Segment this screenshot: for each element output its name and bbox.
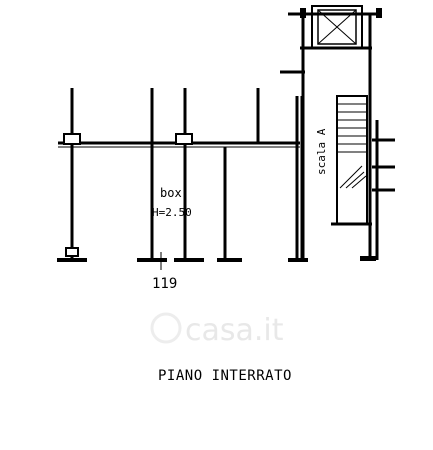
stair: scala A [315, 95, 395, 261]
floor-title: PIANO INTERRATO [158, 368, 292, 384]
stair-label: scala A [315, 128, 328, 175]
watermark-logo-icon [150, 312, 182, 344]
box-label: box [160, 186, 182, 200]
height-label: H=2.50 [152, 206, 192, 219]
base-slabs [57, 258, 308, 262]
structure-walls [70, 88, 304, 260]
watermark: casa.it [150, 312, 284, 348]
elevator-shaft [280, 5, 382, 260]
unit-number: 119 [152, 276, 177, 292]
column-caps [63, 133, 193, 257]
watermark-text: casa.it [185, 313, 284, 348]
